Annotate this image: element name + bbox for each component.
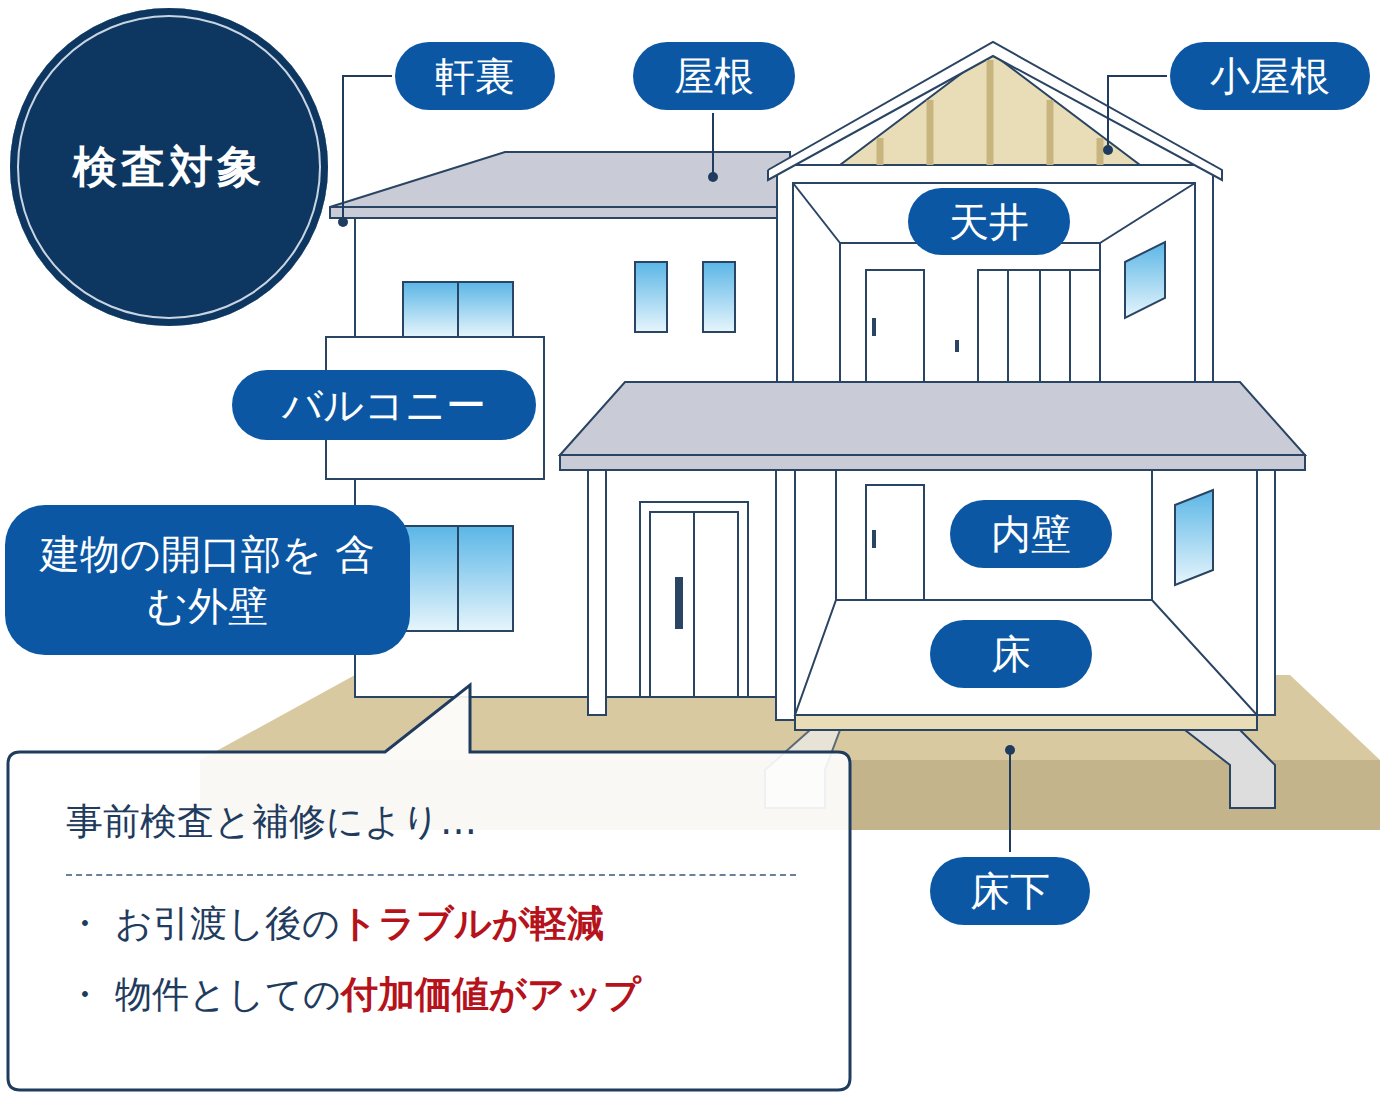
- label-text: 内壁: [991, 508, 1071, 560]
- label-text: バルコニー: [282, 379, 486, 431]
- label-text: トラブルが軽減: [340, 902, 604, 945]
- label-pill: 内壁: [950, 500, 1112, 568]
- bullet-line: ・お引渡し後のトラブルが軽減: [66, 902, 850, 946]
- label-text: 建物の開口部を 含む外壁: [33, 528, 382, 632]
- label-text: 事前検査と補修により…: [66, 800, 477, 843]
- label-pill: 床下: [930, 857, 1090, 925]
- label-text: 屋根: [674, 50, 754, 102]
- label-text: 床下: [970, 865, 1050, 917]
- bullet-line: ・物件としての付加価値がアップ: [66, 973, 850, 1017]
- label-text: ・: [66, 902, 103, 945]
- label-text: 物件としての: [115, 973, 341, 1016]
- dashed-rule: [66, 874, 796, 876]
- label-text: 床: [991, 628, 1031, 680]
- label-text: ・: [66, 973, 103, 1016]
- label-text: お引渡し後の: [115, 902, 340, 945]
- label-pill: 床: [930, 620, 1092, 688]
- label-text: 天井: [949, 196, 1029, 248]
- label-pill: 建物の開口部を 含む外壁: [5, 505, 410, 655]
- label-pill: 屋根: [633, 42, 795, 110]
- label-text: 小屋根: [1210, 50, 1330, 102]
- callout-line: 事前検査と補修により…: [66, 800, 850, 844]
- label-pill: 小屋根: [1170, 42, 1370, 110]
- callout-box: 事前検査と補修により…・お引渡し後のトラブルが軽減・物件としての付加価値がアップ: [8, 800, 850, 1080]
- label-text: 軒裏: [435, 50, 515, 102]
- label-pill: 軒裏: [395, 42, 555, 110]
- label-pill: バルコニー: [232, 370, 536, 440]
- label-text: 検査対象: [73, 138, 265, 197]
- label-pill: 天井: [908, 188, 1070, 255]
- label-text: 付加価値がアップ: [341, 973, 641, 1016]
- title-circle: 検査対象: [10, 8, 328, 326]
